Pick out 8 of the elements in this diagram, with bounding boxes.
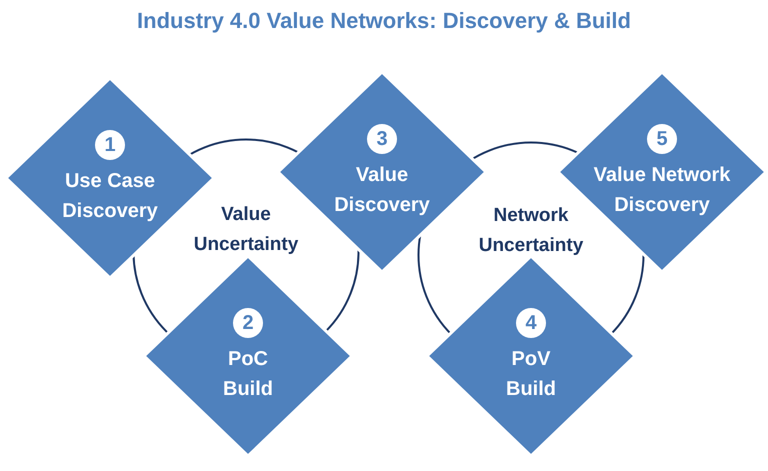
step-label: PoC Build [222, 347, 274, 402]
step-label: Use Case Discovery [61, 169, 159, 224]
step-label: Value Network Discovery [592, 163, 732, 218]
uncertainty-label: Network Uncertainty [478, 204, 584, 258]
diagram-title: Industry 4.0 Value Networks: Discovery & Build [136, 8, 632, 34]
uncertainty-label: Value Uncertainty [192, 203, 300, 257]
step-label: PoV Build [505, 347, 557, 402]
step-label: Value Discovery [333, 163, 431, 218]
